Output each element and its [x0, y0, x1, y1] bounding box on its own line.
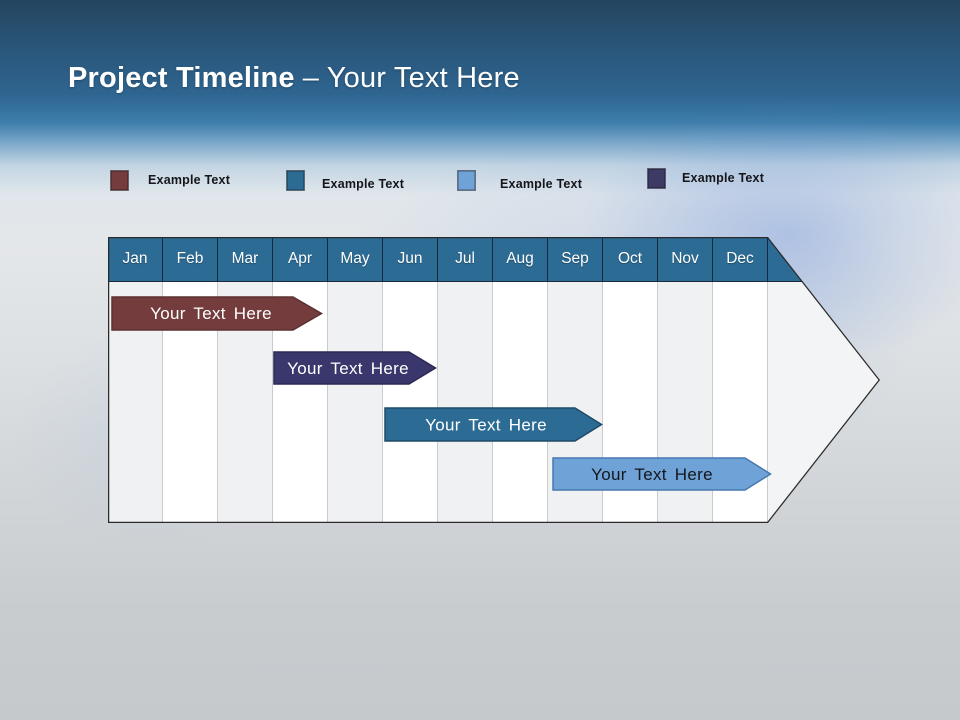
month-header-cell: Dec [713, 237, 768, 281]
month-header-cell: Feb [163, 237, 218, 281]
month-header-cell: Oct [603, 237, 658, 281]
legend-label: Example Text [500, 176, 583, 191]
month-header-cell: Jan [108, 237, 163, 281]
month-header-cell: Apr [273, 237, 328, 281]
timeline-bar: Your Text Here [273, 351, 437, 385]
bar-label: Your Text Here [150, 304, 272, 323]
legend-item: Example Text [110, 168, 230, 191]
month-column [493, 282, 548, 523]
legend-swatch-icon [647, 168, 666, 189]
month-column [328, 282, 383, 523]
legend-swatch-rect [457, 170, 476, 191]
arrow-tip-area [768, 282, 880, 523]
bar-label: Your Text Here [425, 416, 547, 435]
legend-item: Example Text [647, 168, 764, 189]
legend-swatch-rect [286, 170, 305, 191]
month-header-cell: May [328, 237, 383, 281]
title-subtitle: – Your Text Here [302, 62, 520, 94]
legend-swatch-rect [110, 170, 129, 191]
legend-label: Example Text [322, 176, 405, 191]
month-header-cell: Mar [218, 237, 273, 281]
bar-label: Your Text Here [591, 465, 713, 484]
month-header-cell: Aug [493, 237, 548, 281]
page-title: Project Timeline– Your Text Here [68, 61, 520, 96]
legend-swatch-icon [286, 170, 305, 191]
bar-label: Your Text Here [287, 359, 409, 378]
legend-label: Example Text [148, 172, 231, 187]
month-header-cell: Nov [658, 237, 713, 281]
month-header-cell: Jun [383, 237, 438, 281]
month-column [438, 282, 493, 523]
legend-label: Example Text [682, 170, 765, 185]
timeline-bar: Your Text Here [552, 457, 772, 491]
timeline-chart: Jan Feb Mar Apr May Jun Jul Aug Sep Oct … [108, 237, 880, 523]
legend-swatch-icon [110, 170, 129, 191]
month-header-cell: Sep [548, 237, 603, 281]
legend-swatch-icon [457, 170, 476, 191]
timeline-bar: Your Text Here [111, 296, 323, 331]
legend-item: Example Text [286, 168, 404, 191]
timeline-bar: Your Text Here [384, 407, 603, 442]
legend-item: Example Text [457, 168, 582, 191]
title-main: Project Timeline [68, 62, 295, 94]
month-column [383, 282, 438, 523]
timeline-month-header: Jan Feb Mar Apr May Jun Jul Aug Sep Oct … [108, 237, 880, 282]
legend-swatch-rect [647, 168, 666, 189]
month-header-cell: Jul [438, 237, 493, 281]
